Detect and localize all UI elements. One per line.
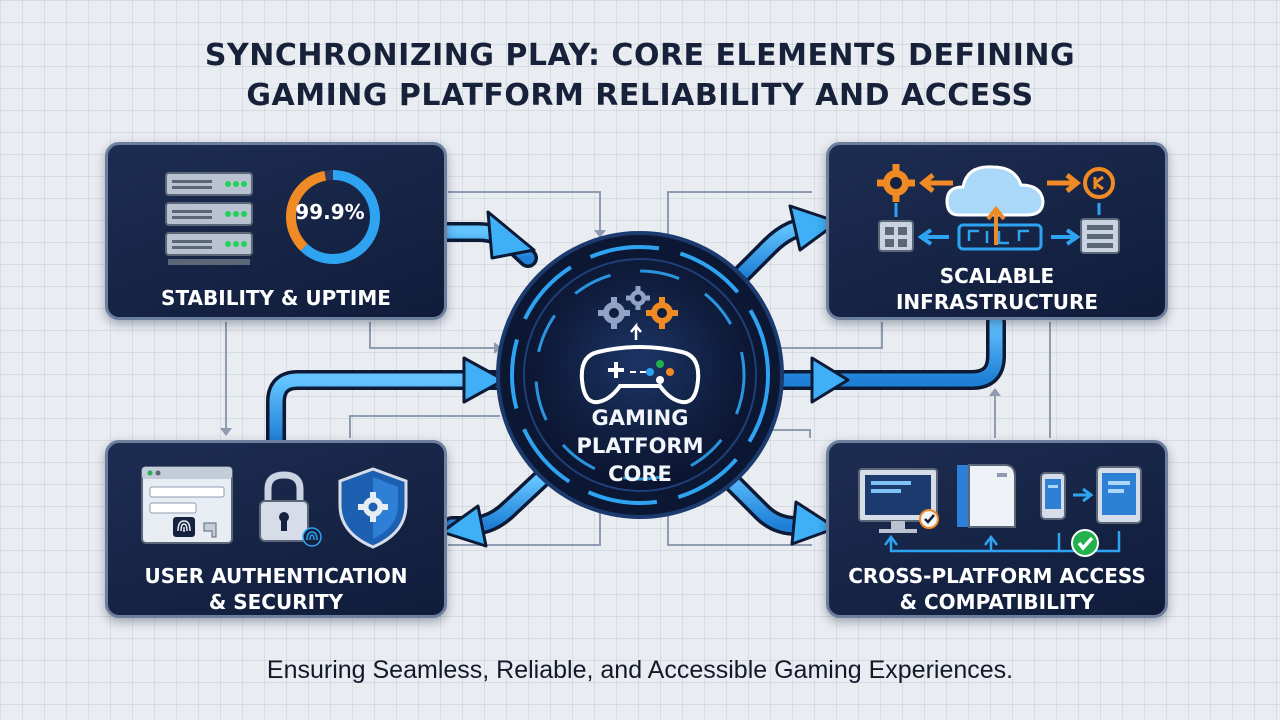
title-line-1: Synchronizing Play: Core Elements Defini… <box>204 38 1076 73</box>
up-arrow-icon <box>630 322 642 340</box>
core-label-line: Gaming <box>591 406 689 430</box>
gamepad-icon <box>579 345 701 405</box>
arrowhead <box>440 504 488 548</box>
arrowhead <box>486 210 536 260</box>
page-title: Synchronizing Play: Core Elements Defini… <box>0 36 1280 116</box>
guide-arrowhead <box>494 342 502 354</box>
shield-icon <box>338 467 408 549</box>
label-line: & Security <box>208 590 344 614</box>
guide-line <box>448 191 601 232</box>
data-pipes <box>266 204 1006 548</box>
arrow-left-icon <box>917 228 949 246</box>
label-line: & Compatibility <box>899 590 1095 614</box>
tablet-icon <box>1096 466 1142 524</box>
game-console-icon <box>957 464 1016 528</box>
gear-icon <box>646 297 678 329</box>
guide-arrowhead <box>594 230 606 238</box>
panel-cross-platform-access: Cross-Platform Access & Compatibility <box>826 440 1168 618</box>
panel-user-authentication-security: User Authentication & Security <box>105 440 447 618</box>
core-inner-ring <box>534 269 746 481</box>
gear-icon <box>598 297 630 329</box>
core-label: Gaming Platform Core <box>540 404 740 488</box>
title-line-2: Gaming Platform Reliability and Access <box>246 78 1034 113</box>
panel-label-security: User Authentication & Security <box>108 563 444 615</box>
gear-icon <box>877 164 915 202</box>
guide-line <box>369 322 498 349</box>
cloud-icon <box>945 165 1045 217</box>
security-illustration <box>141 466 408 549</box>
guide-arrowhead <box>220 428 232 436</box>
core-hub <box>496 231 784 519</box>
gauge-arc-orange <box>286 170 380 264</box>
database-icon <box>1080 218 1120 254</box>
arrowhead <box>810 356 850 404</box>
panel-label-cross-platform: Cross-Platform Access & Compatibility <box>829 563 1165 615</box>
panel-scalable-infrastructure: Scalable Infrastructure <box>826 142 1168 320</box>
gear-icon <box>358 492 388 522</box>
gear-icon <box>626 286 650 310</box>
smartphone-icon <box>1040 472 1066 520</box>
desktop-monitor-icon <box>858 468 938 533</box>
core-label-line: Platform <box>576 434 704 458</box>
cross-platform-illustration <box>858 464 1142 557</box>
arrow-up-icon <box>984 534 998 546</box>
label-line: Infrastructure <box>895 290 1099 314</box>
guide-arrowhead <box>989 388 1001 396</box>
arrow-up-icon <box>986 205 1006 245</box>
pipe-security-to-core <box>269 373 527 447</box>
uptime-gauge <box>286 170 380 264</box>
guide-line <box>349 415 500 438</box>
arrowhead <box>790 500 838 546</box>
guide-lines <box>220 191 1051 546</box>
label-line: Cross-Platform Access <box>848 564 1146 588</box>
arrow-up-icon <box>884 534 898 546</box>
arrowhead <box>462 356 506 404</box>
panel-label-stability: Stability & Uptime <box>161 286 391 310</box>
settings-badge-icon <box>1083 167 1115 199</box>
success-check-icon <box>1071 529 1099 557</box>
guide-line <box>755 322 883 349</box>
network-switch-icon <box>957 223 1043 251</box>
arrow-left-icon <box>918 173 953 193</box>
label-line: Scalable <box>939 264 1055 288</box>
uptime-value: 99.9% <box>295 200 365 224</box>
panel-stability-uptime: Stability & Uptime <box>105 142 447 320</box>
server-rack-icon <box>165 172 253 265</box>
stability-illustration <box>165 170 380 265</box>
fingerprint-icon <box>302 527 322 547</box>
arrow-right-icon <box>1051 228 1081 246</box>
pipe-infrastructure-to-core <box>753 315 1003 387</box>
checkmark-icon <box>919 509 939 529</box>
guide-line <box>667 191 812 240</box>
guide-line <box>448 498 601 546</box>
arrow-right-icon <box>1047 173 1082 193</box>
server-icon <box>878 220 914 252</box>
pipe-outline <box>750 312 1006 390</box>
core-inner-disc <box>523 258 757 492</box>
arrow-right-icon <box>1073 487 1094 503</box>
padlock-icon <box>259 471 309 542</box>
page-subtitle: Ensuring Seamless, Reliable, and Accessi… <box>266 656 1014 684</box>
core-glow-ring <box>510 245 770 505</box>
gauge-arc-blue <box>286 170 380 264</box>
label-line: User Authentication <box>144 564 408 588</box>
panel-label-infrastructure: Scalable Infrastructure <box>829 263 1165 315</box>
core-label-line: Core <box>608 462 672 486</box>
infrastructure-illustration <box>877 164 1120 254</box>
arrowhead <box>788 204 840 252</box>
cursor-icon <box>203 522 217 538</box>
fingerprint-icon <box>173 517 195 537</box>
